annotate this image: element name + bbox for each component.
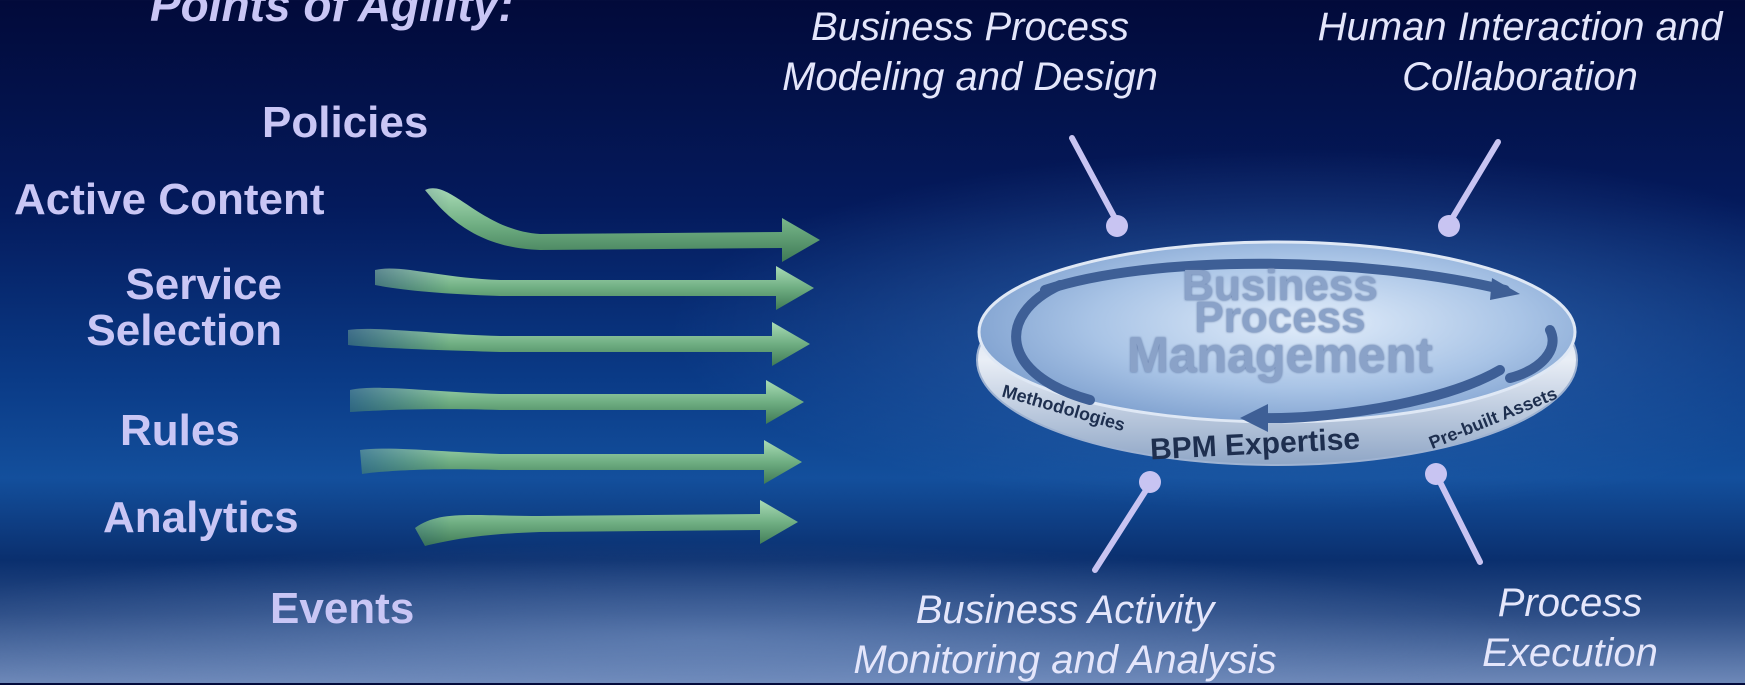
- label-service-selection: Service Selection: [86, 260, 282, 355]
- arrow-events: [415, 500, 798, 546]
- cycle-arrow-bottom-head: [1240, 404, 1268, 432]
- callout-human-line2: Collaboration: [1402, 55, 1638, 99]
- callout-dot-execution: [1425, 463, 1447, 485]
- callout-monitoring-line2: Monitoring and Analysis: [853, 638, 1277, 682]
- arrow-analytics: [360, 440, 802, 484]
- callout-dot-modeling: [1106, 215, 1128, 237]
- callout-line-monitoring: [1092, 481, 1153, 573]
- callout-process-execution: Process Execution: [1450, 578, 1690, 678]
- callout-line-execution: [1434, 473, 1483, 565]
- cycle-arrow-bottom: [1255, 365, 1505, 424]
- disc-line-management: Management: [1127, 327, 1433, 383]
- disc-line-business: Business: [1182, 261, 1378, 310]
- callout-human-interaction: Human Interaction and Collaboration: [1300, 2, 1740, 102]
- arrow-rules: [350, 380, 804, 424]
- callout-activity-monitoring: Business Activity Monitoring and Analysi…: [830, 585, 1300, 685]
- label-analytics: Analytics: [103, 493, 299, 542]
- label-rules: Rules: [120, 406, 240, 455]
- cycle-arrow-top-head: [1490, 278, 1520, 300]
- flow-arrows: [348, 188, 820, 546]
- callout-line-human: [1447, 139, 1501, 225]
- callout-monitoring-line1: Business Activity: [915, 588, 1215, 632]
- arrow-active-content: [375, 266, 814, 310]
- label-policies: Policies: [262, 98, 429, 147]
- callout-modeling-design: Business Process Modeling and Design: [770, 2, 1170, 102]
- callout-modeling-line2: Modeling and Design: [782, 55, 1158, 99]
- arrow-service-selection: [348, 322, 810, 366]
- callout-lines: [1069, 135, 1501, 573]
- callout-execution-line2: Execution: [1482, 631, 1658, 675]
- label-active-content: Active Content: [14, 175, 325, 224]
- bpm-disc: [976, 240, 1578, 466]
- disc-line-process: Process: [1194, 293, 1366, 342]
- callout-human-line1: Human Interaction and: [1317, 5, 1723, 49]
- arrow-policies: [425, 188, 820, 262]
- disc-center-text: Business Process Management: [1060, 261, 1500, 383]
- cycle-arrow-top: [1040, 258, 1510, 295]
- callout-line-modeling: [1069, 135, 1120, 225]
- callout-dot-monitoring: [1139, 471, 1161, 493]
- cycle-arrow-left: [1011, 280, 1095, 405]
- callout-execution-line1: Process: [1497, 581, 1643, 625]
- callout-modeling-line1: Business Process: [811, 5, 1129, 49]
- label-events: Events: [270, 584, 415, 633]
- slide-title: Points of Agility:: [150, 0, 514, 31]
- callout-dot-human: [1438, 215, 1460, 237]
